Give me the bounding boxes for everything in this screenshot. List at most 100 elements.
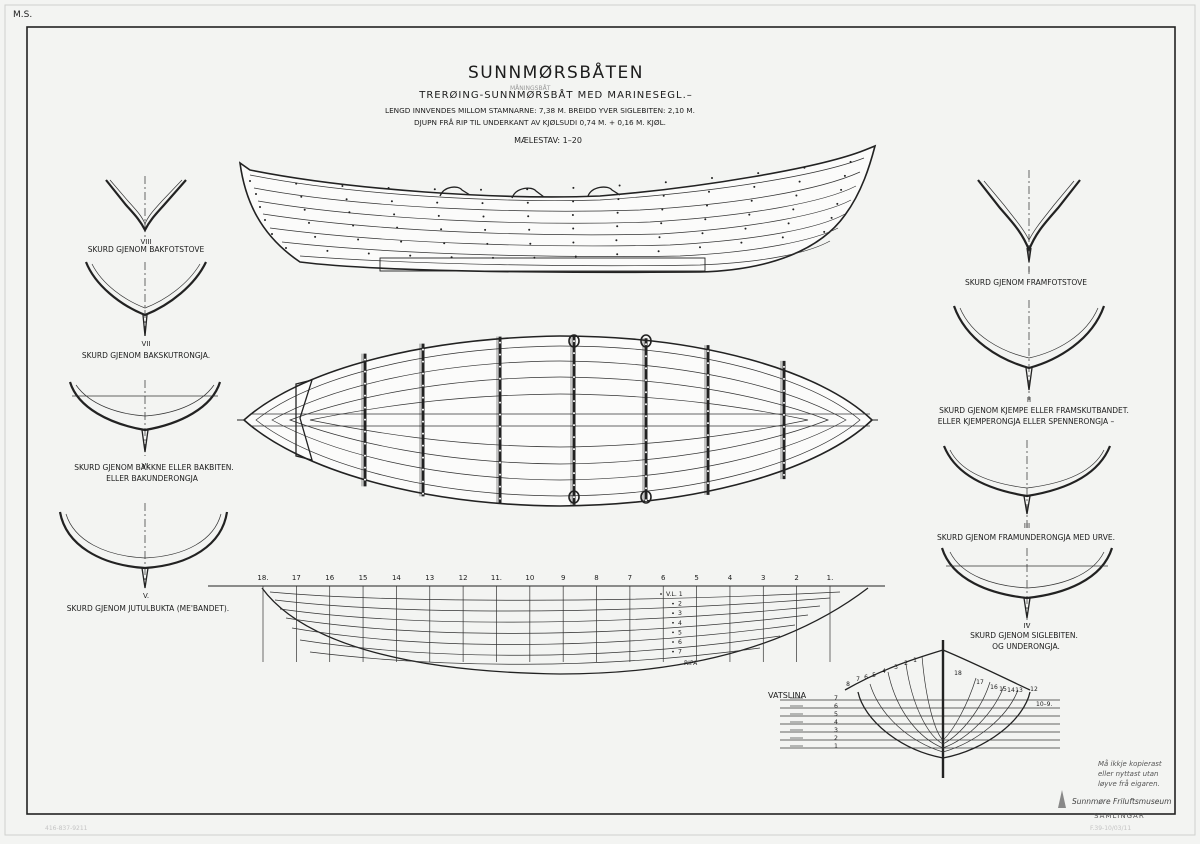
ripa-label: RIPA [684, 660, 698, 667]
drawing-subtitle: TRERØING-SUNNMØRSBÅT MED MARINESEGL.– [418, 88, 693, 101]
side-elevation [238, 144, 877, 274]
station-label: 5 [694, 574, 698, 582]
section-vi-numeral: VI. [141, 462, 150, 470]
section-v-caption: SKURD GJENOM JUTULBUKTA (ME'BANDET). [67, 604, 229, 613]
waterline-dot [672, 612, 674, 615]
body-plan-fore-station: 14 [1007, 687, 1015, 694]
body-plan-waterline-label: 2 [834, 735, 838, 742]
waterline-label: V.L. 1 [666, 591, 683, 598]
station-label: 15 [359, 574, 368, 582]
section-i-caption: SKURD GJENOM FRAMFOTSTOVE [965, 278, 1087, 287]
body-plan-fore-station: 18 [954, 670, 962, 677]
body-plan-aft-station: 4 [882, 668, 886, 675]
notice-line-2: eller nyttast utan [1098, 770, 1159, 778]
copyright-notice: Må ikkje kopierast eller nyttast utan lø… [1058, 759, 1171, 820]
bottom-left-ref: 416-837-9211 [45, 825, 88, 832]
waterline-dot [672, 631, 674, 634]
body-plan-waterline-label: 5 [834, 711, 838, 718]
station-label: 12 [459, 574, 468, 582]
station-label: 8 [594, 574, 598, 582]
section-iv: IV SKURD GJENOM SIGLEBITEN. OG UNDERONGJ… [940, 547, 1114, 651]
station-label: 3 [761, 574, 765, 582]
section-iii-caption: SKURD GJENOM FRAMUNDERONGJA MED URVE. [937, 533, 1115, 542]
dimensions-line-2: DJUPN FRÅ RIP TIL UNDERKANT AV KJØLSUDI … [414, 118, 666, 127]
section-ii: II SKURD GJENOM KJEMPE ELLER FRAMSKUTBAN… [938, 300, 1129, 426]
section-i-numeral: I [1028, 266, 1030, 274]
body-plan-fore-station: 13 [1015, 687, 1023, 694]
section-iv-caption-2: OG UNDERONGJA. [992, 642, 1060, 651]
section-v: V. SKURD GJENOM JUTULBUKTA (ME'BANDET). [58, 503, 229, 613]
plan-view [237, 334, 878, 507]
station-label: 18. [257, 574, 268, 582]
waterline-label: 7 [678, 649, 682, 656]
section-vi-caption: SKURD GJENOM BAKKNE ELLER BAKBITEN. [74, 463, 234, 472]
station-label: 4 [728, 574, 733, 582]
section-vi-caption-2: ELLER BAKUNDERONGJA [106, 474, 199, 483]
station-label: 14 [392, 574, 401, 582]
collection-stamp: SAMLINGAR [1094, 812, 1145, 820]
body-plan-lower-label: 10–9. [1036, 701, 1052, 708]
waterline-dot [672, 650, 674, 653]
section-vii-caption: SKURD GJENOM BAKSKUTRONGJA. [82, 351, 210, 360]
body-plan-fore-station: 15 [999, 686, 1007, 693]
section-viii: VIII SKURD GJENOM BAKFOTSTOVE [88, 176, 205, 254]
body-plan-waterline-label: 3 [834, 727, 838, 734]
station-label: 17 [292, 574, 301, 582]
station-label: 1. [827, 574, 834, 582]
body-plan-aft-station: 7 [856, 676, 860, 683]
station-label: 7 [628, 574, 632, 582]
section-viii-numeral: VIII [141, 238, 152, 246]
section-iv-numeral: IV [1024, 622, 1031, 630]
sheet-number: M.S. [13, 10, 32, 20]
section-vi: VI. SKURD GJENOM BAKKNE ELLER BAKBITEN. … [68, 380, 234, 483]
waterline-dot [672, 621, 674, 624]
body-plan-waterline-label: 7 [834, 695, 838, 702]
body-plan-aft-station: 5 [872, 672, 876, 679]
signature: Sunnmøre Friluftsmuseum [1072, 797, 1171, 806]
waterline-label: 3 [678, 610, 682, 617]
notice-line-1: Må ikkje kopierast [1098, 759, 1162, 768]
station-label: 6 [661, 574, 666, 582]
section-iv-caption: SKURD GJENOM SIGLEBITEN. [970, 631, 1078, 640]
section-iii: III SKURD GJENOM FRAMUNDERONGJA MED URVE… [937, 440, 1115, 542]
waterline-dot [672, 641, 674, 643]
waterline-dot [672, 602, 674, 605]
body-plan-fore-station: 17 [976, 679, 984, 686]
station-label: 16 [325, 574, 334, 582]
station-label: 13 [425, 574, 434, 582]
body-plan-aft-station: 2 [904, 660, 908, 667]
station-label: 11. [491, 574, 502, 582]
section-v-numeral: V. [143, 592, 149, 600]
body-plan-aft-station: 3 [894, 664, 898, 671]
section-i: I SKURD GJENOM FRAMFOTSTOVE [965, 170, 1087, 287]
station-label: 9 [561, 574, 565, 582]
waterline-label: 5 [678, 629, 682, 636]
body-plan-waterline-label: 6 [834, 703, 838, 710]
body-plan-fore-station: 16 [990, 684, 998, 691]
drawing-title: SUNNMØRSBÅTEN [468, 61, 644, 83]
body-plan-label: VATSLINA [768, 691, 807, 700]
waterline-label: 4 [678, 620, 682, 627]
dimensions-line-1: LENGD INNVENDES MILLOM STAMNARNE: 7,38 M… [385, 106, 695, 115]
body-plan-aft-station: 1 [913, 657, 917, 664]
body-plan-waterline-label: 4 [834, 719, 838, 726]
museum-logo [1058, 790, 1066, 808]
bottom-right-ref: F.39-10/03/11 [1090, 825, 1131, 832]
body-plan-fore-station: 12 [1030, 686, 1038, 693]
section-ii-numeral: II [1027, 396, 1031, 404]
notice-line-3: løyve frå eigaren. [1098, 779, 1160, 788]
body-plan-aft-station: 8 [846, 681, 850, 688]
body-plan-waterline-label: 1 [834, 743, 838, 750]
waterline-label: 6 [678, 639, 682, 646]
drawing-frame [26, 26, 1176, 815]
section-vii: VII SKURD GJENOM BAKSKUTRONGJA. [82, 261, 210, 360]
section-viii-caption: SKURD GJENOM BAKFOTSTOVE [88, 245, 205, 254]
section-iii-numeral: III [1024, 522, 1030, 530]
